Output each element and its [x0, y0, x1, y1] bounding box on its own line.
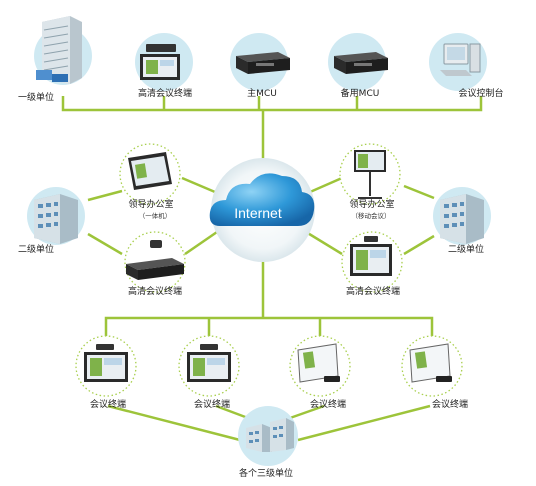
hd-terminal-right-node	[341, 231, 403, 293]
link-l3-2	[215, 404, 249, 420]
codec-device-icon	[126, 240, 184, 280]
computer-icon	[440, 43, 481, 76]
building-icon	[34, 194, 78, 244]
internet-cloud-node	[209, 158, 315, 262]
hd-terminal-top-node	[135, 33, 193, 91]
cloud-icon	[209, 173, 315, 226]
level2-right-label: 二级单位	[447, 245, 485, 255]
control-console-node	[429, 33, 487, 91]
link-hd-right	[305, 230, 343, 256]
projector-screen-icon	[297, 343, 340, 383]
backup-mcu-node	[328, 33, 388, 91]
mcu-device-icon	[334, 52, 388, 74]
link-l3-1	[107, 404, 241, 442]
link-office-right	[309, 176, 343, 194]
link-level2-right	[403, 184, 435, 200]
terminal-label-4: 会议终端	[431, 400, 469, 410]
connector-lines	[61, 96, 483, 442]
level2-left-label: 二级单位	[18, 245, 55, 255]
server-tower-icon	[36, 16, 82, 84]
leader-office-right-node	[339, 143, 401, 205]
terminal-label-2: 会议终端	[193, 400, 231, 410]
video-terminal-icon	[187, 344, 231, 382]
link-office-left	[181, 176, 216, 194]
leader-office-left-sub: （一体机）	[138, 212, 172, 220]
leader-office-right-sub: （移动会议）	[351, 212, 391, 220]
bottom-bus-line	[104, 316, 434, 336]
level2-left-node	[27, 187, 85, 245]
level3-units-label: 各个三级单位	[238, 469, 294, 479]
link-l3-4	[297, 404, 431, 442]
terminal-label-3: 会议终端	[309, 400, 347, 410]
top-bus-line	[61, 96, 483, 112]
buildings-cluster-icon	[246, 418, 294, 452]
link-level2-left-down	[87, 232, 123, 256]
hd-terminal-right-label: 高清会议终端	[345, 287, 401, 297]
leader-office-left-label: 领导办公室	[128, 200, 174, 210]
leader-office-left-node	[119, 143, 181, 205]
cloud-label: Internet	[234, 205, 282, 221]
level3-units-node	[238, 406, 298, 466]
terminal-node-3	[289, 335, 351, 397]
backup-mcu-label: 备用MCU	[340, 89, 380, 99]
link-l3-3	[289, 404, 325, 420]
video-terminal-icon	[350, 236, 392, 276]
link-hd-left	[184, 230, 218, 256]
terminal-node-1	[75, 335, 137, 397]
control-console-label: 会议控制台	[458, 89, 504, 99]
projector-screen-icon	[409, 343, 452, 383]
mcu-device-icon	[236, 52, 290, 74]
main-mcu-node	[230, 33, 290, 91]
mobile-conference-cart-icon	[354, 150, 386, 199]
hd-terminal-left-label: 高清会议终端	[127, 287, 183, 297]
hd-terminal-top-label: 高清会议终端	[137, 89, 193, 99]
level1-node	[34, 16, 92, 85]
all-in-one-terminal-icon	[128, 152, 172, 190]
building-icon	[440, 194, 484, 244]
terminal-node-4	[401, 335, 463, 397]
terminal-node-2	[178, 335, 240, 397]
video-terminal-icon	[84, 344, 128, 382]
level2-right-node	[433, 187, 491, 245]
link-level2-left	[87, 189, 123, 202]
link-level2-right-down	[403, 234, 435, 256]
terminal-label-1: 会议终端	[89, 400, 127, 410]
video-terminal-icon	[140, 44, 180, 80]
hd-terminal-left-node	[124, 231, 186, 293]
level1-label: 一级单位	[18, 93, 55, 103]
main-mcu-label: 主MCU	[247, 89, 277, 99]
leader-office-right-label: 领导办公室	[349, 200, 395, 210]
